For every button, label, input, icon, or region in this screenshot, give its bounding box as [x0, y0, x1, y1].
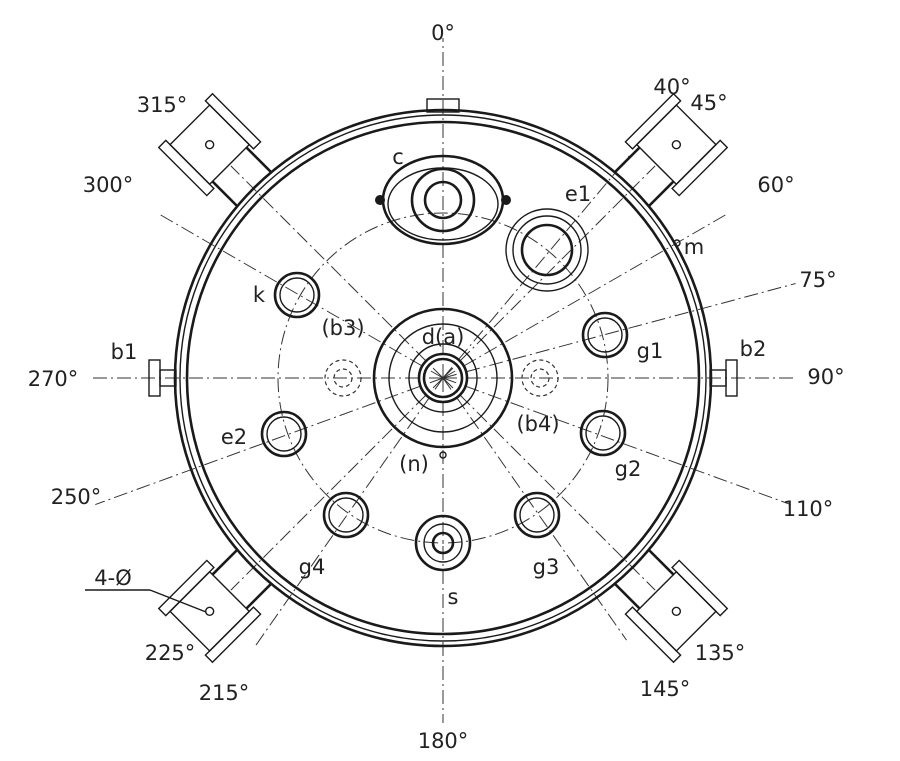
nozzle-g3 [513, 491, 561, 539]
lug-45 [613, 92, 729, 208]
label-c: c [392, 145, 404, 169]
centerline-145 [442, 377, 627, 641]
label-a60: 60° [757, 173, 794, 197]
centerline-45 [442, 165, 656, 379]
label-a300: 300° [83, 173, 134, 197]
manhole-c [375, 154, 511, 246]
nozzle-b3 [324, 359, 362, 397]
centerline-215 [253, 377, 444, 649]
label-a45: 45° [690, 91, 727, 115]
label-b3: (b3) [321, 316, 364, 340]
nozzle-k [273, 271, 321, 319]
label-a315: 315° [137, 93, 188, 117]
nozzle-g4 [322, 491, 370, 539]
label-b4: (b4) [516, 412, 559, 436]
label-b1: b1 [111, 340, 138, 364]
centerline-110 [442, 377, 791, 506]
nozzle-g2 [579, 409, 627, 457]
label-a270: 270° [28, 367, 79, 391]
label-a90: 90° [807, 365, 844, 389]
nozzle-b1 [148, 359, 177, 397]
label-da: d(a) [422, 325, 465, 349]
nozzle-b2 [709, 359, 738, 397]
vessel-shell [173, 108, 713, 648]
centerline-40 [442, 155, 630, 379]
label-a180: 180° [418, 729, 469, 753]
label-a215: 215° [199, 681, 250, 705]
label-g2: g2 [615, 457, 642, 481]
centerline-135 [442, 377, 656, 591]
label-a145: 145° [640, 677, 691, 701]
label-callout: 4-Ø [94, 566, 131, 590]
label-a0: 0° [431, 21, 455, 45]
lug-315 [157, 92, 273, 208]
centerline-225 [230, 377, 444, 591]
nozzle-n [439, 451, 447, 459]
centerline-75 [442, 283, 796, 379]
lug-135 [613, 548, 729, 664]
label-e2: e2 [221, 425, 247, 449]
label-g4: g4 [299, 555, 326, 579]
label-a40: 40° [653, 75, 690, 99]
nozzle-b4 [521, 359, 559, 397]
centerline-300 [156, 212, 444, 379]
nozzle-s [414, 514, 472, 572]
nozzle-m [673, 239, 681, 247]
nozzle-d-a [372, 307, 514, 449]
nozzle-g1 [581, 311, 629, 359]
label-a75: 75° [799, 268, 836, 292]
labels: 0° 40°45° 60° 75° 90° 110° 135°145° 180° 215°225… [28, 21, 845, 753]
label-s: s [448, 585, 459, 609]
centerline-60 [442, 212, 730, 379]
label-e1: e1 [565, 182, 591, 206]
centerline-315 [230, 165, 444, 379]
label-n: (n) [399, 452, 429, 476]
label-m: m [684, 235, 704, 259]
center-lines [93, 38, 796, 723]
small-nozzles [260, 271, 629, 539]
nozzle-e1 [505, 208, 589, 292]
support-lugs [157, 92, 729, 664]
lug-225 [157, 548, 273, 664]
label-g3: g3 [533, 555, 560, 579]
centerline-250 [95, 377, 444, 506]
label-a250: 250° [51, 485, 102, 509]
nozzle-e2 [260, 410, 308, 458]
top-nozzle [426, 98, 460, 113]
label-a110: 110° [783, 497, 834, 521]
label-a135: 135° [695, 641, 746, 665]
label-k: k [253, 283, 266, 307]
label-b2: b2 [740, 337, 767, 361]
label-a225: 225° [145, 641, 196, 665]
label-g1: g1 [637, 339, 664, 363]
